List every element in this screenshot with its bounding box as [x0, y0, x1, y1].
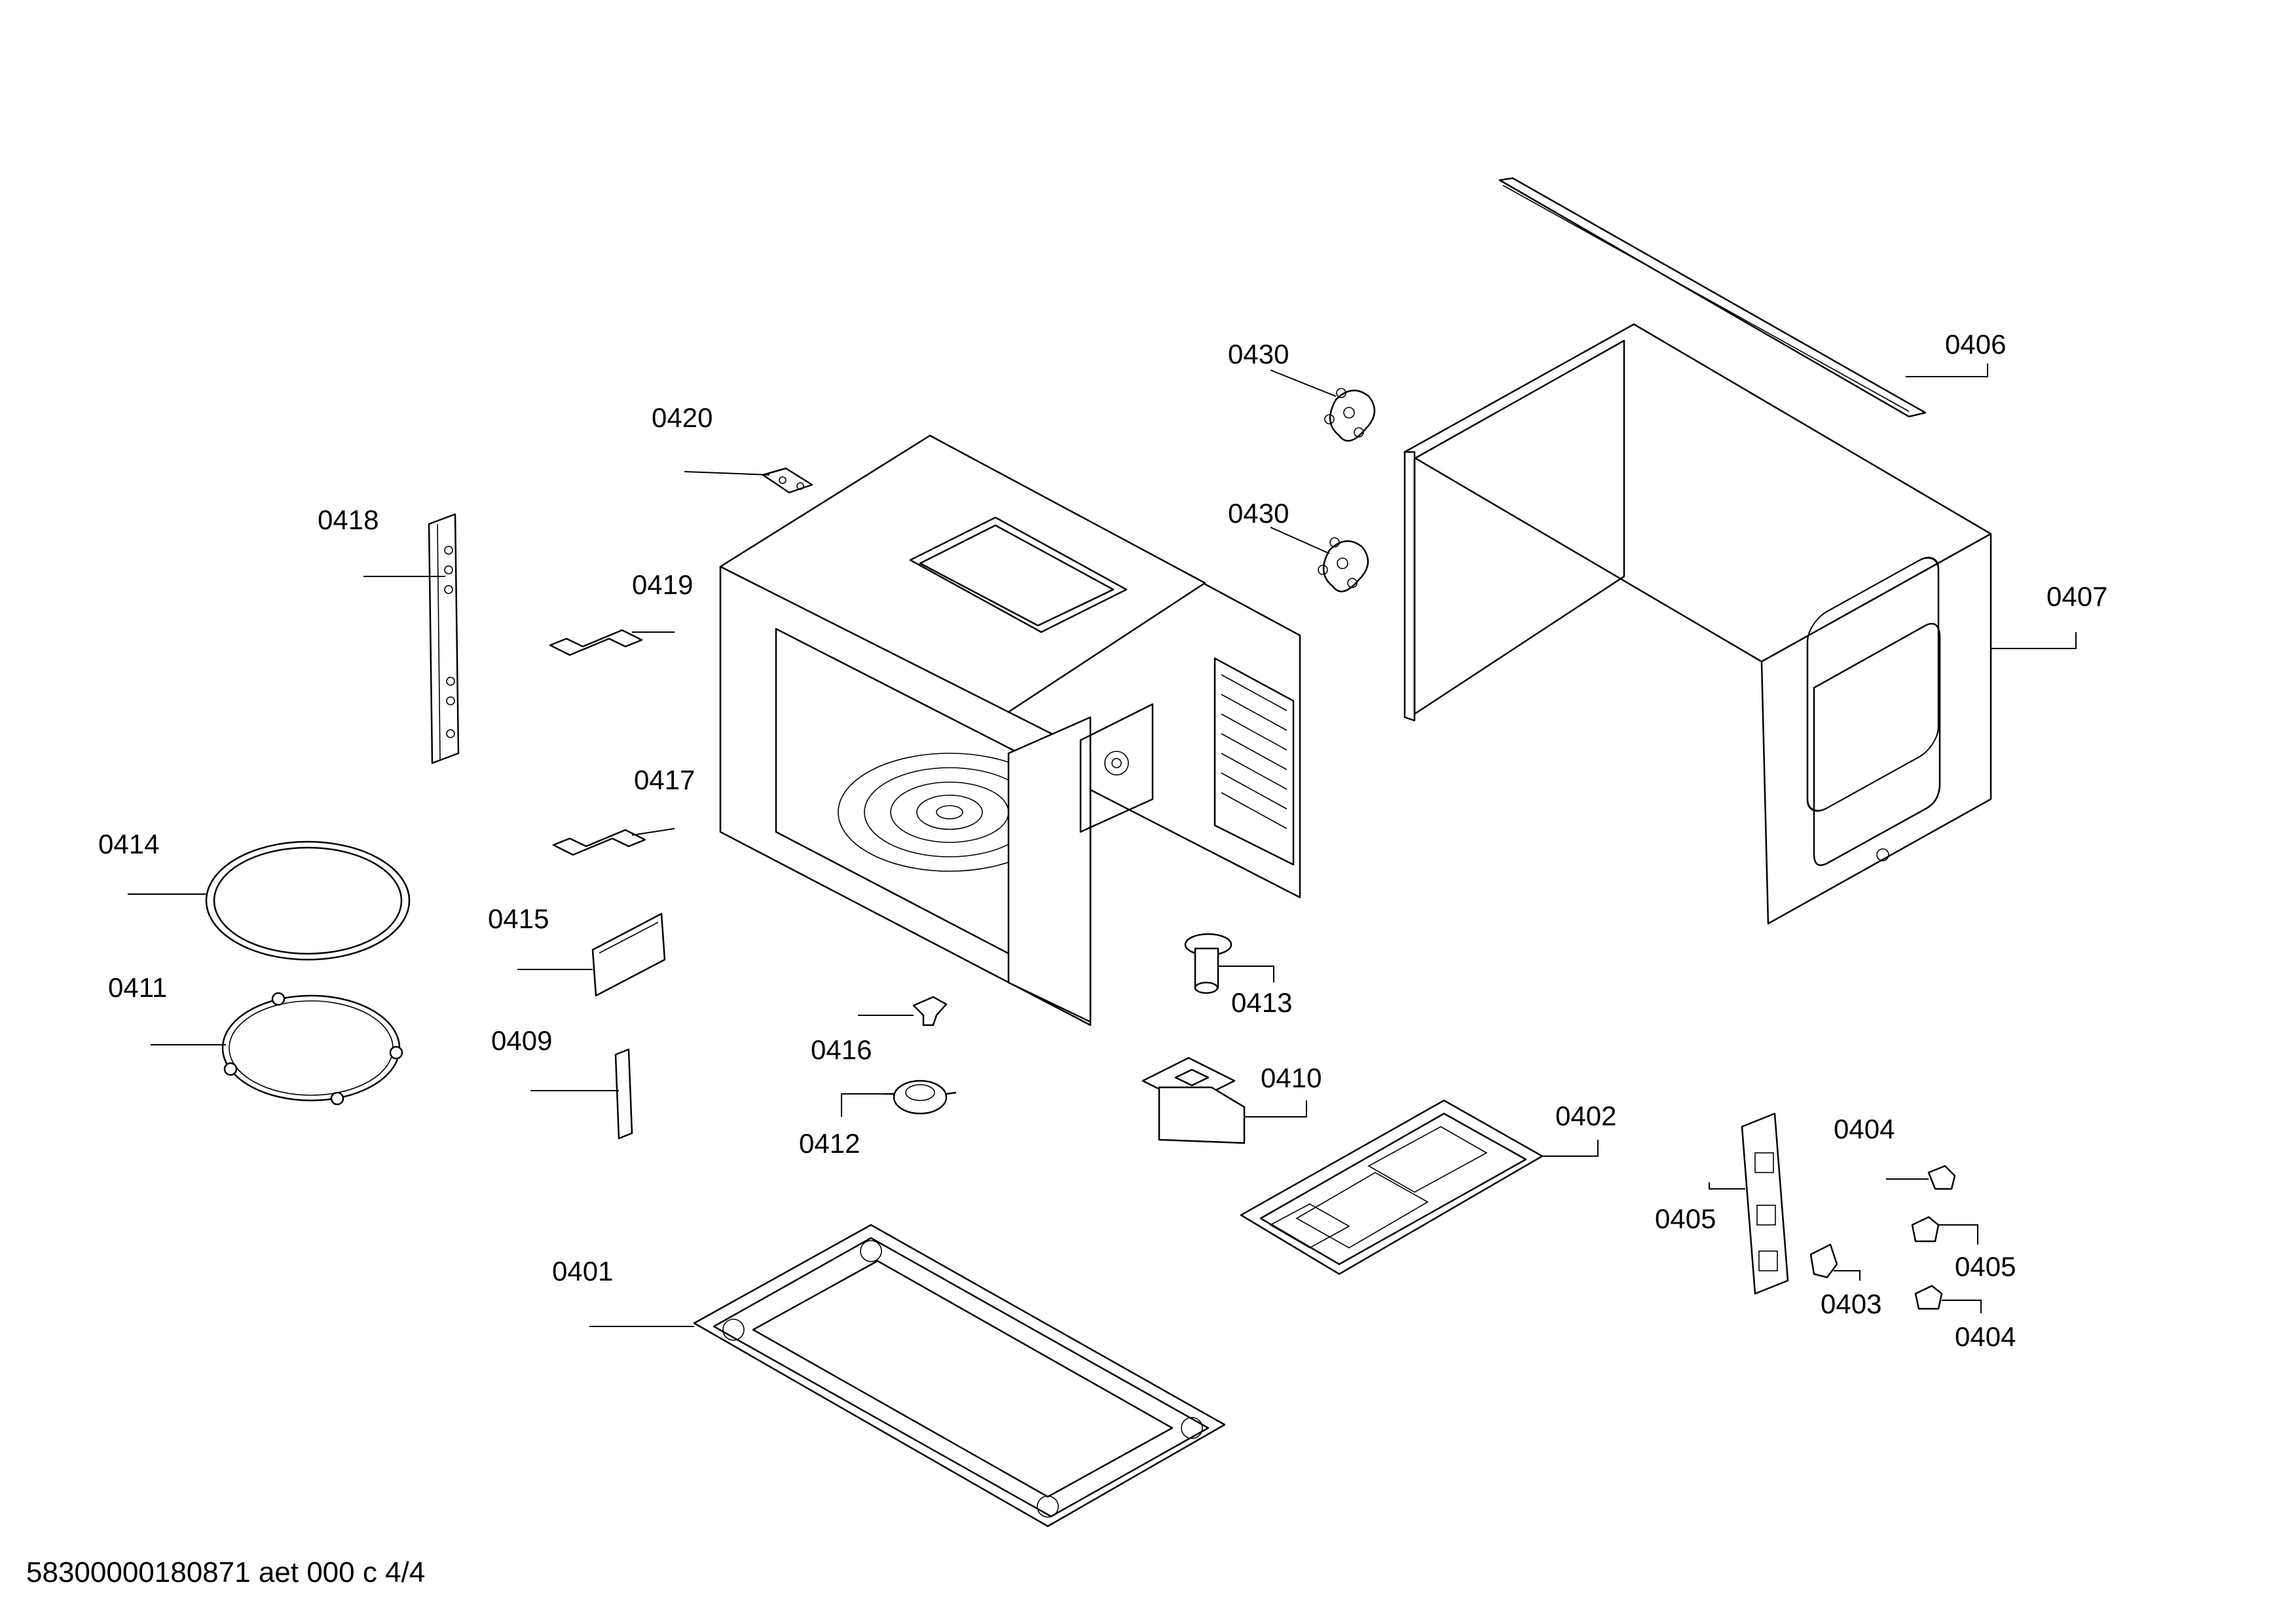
- part-0416-clip: [912, 996, 948, 1026]
- callout-0430-upper: 0430: [1228, 339, 1289, 369]
- part-0403-switch-holder: [1809, 1243, 1838, 1279]
- part-0409-strip: [614, 1048, 633, 1140]
- part-0413-coupler: [1184, 933, 1232, 994]
- callout-0419: 0419: [632, 569, 693, 600]
- callout-0415: 0415: [488, 903, 549, 934]
- part-0410-bracket: [1141, 1057, 1246, 1144]
- part-0401-base-tray: [693, 1224, 1226, 1528]
- part-0417-z-bracket: [552, 829, 646, 856]
- callout-0404-lower: 0404: [1955, 1321, 2016, 1352]
- callout-0405: 0405: [1955, 1251, 2016, 1282]
- part-0404-switch-lower: [1914, 1285, 1943, 1310]
- callout-0414: 0414: [98, 829, 159, 859]
- callout-0416: 0416: [811, 1034, 872, 1065]
- callout-labels: 0406 0407 0430 0430 0420 0418 0419 0417 …: [98, 329, 2107, 1352]
- part-0420-small-bracket: [762, 467, 813, 494]
- part-0411-roller-ring: [221, 992, 403, 1106]
- callout-0420: 0420: [652, 402, 713, 433]
- part-0406-control-bracket: [1741, 1112, 1789, 1295]
- callout-0411: 0411: [108, 972, 167, 1003]
- part-cavity-assembly: [719, 434, 1301, 1026]
- callout-0417: 0417: [634, 764, 695, 795]
- callout-0408: 0407: [2046, 581, 2107, 612]
- part-0402-base-plate: [1240, 1099, 1544, 1275]
- part-0405-switch: [1911, 1216, 1940, 1243]
- part-0414-glass-tray: [205, 840, 411, 961]
- part-0430-bracket-lower: [1318, 537, 1369, 593]
- callout-0418: 0418: [318, 504, 379, 535]
- part-0404-switch-upper: [1927, 1165, 1956, 1190]
- callout-0406: 0405: [1655, 1203, 1716, 1234]
- callout-0407: 0406: [1945, 329, 2006, 360]
- callout-0430-lower: 0430: [1228, 498, 1289, 529]
- callout-0412: 0412: [799, 1128, 860, 1159]
- part-0408-outer-casing: [1403, 323, 1992, 925]
- part-0407-top-rail: [1498, 177, 1927, 418]
- callout-0413: 0413: [1231, 987, 1292, 1018]
- part-0418-vertical-bracket: [428, 513, 460, 764]
- callout-0402: 0402: [1555, 1100, 1616, 1131]
- callout-0401: 0401: [552, 1256, 613, 1286]
- part-0415-cover-plate: [591, 912, 666, 997]
- callout-0410: 0410: [1261, 1062, 1322, 1093]
- part-0419-z-bracket: [549, 629, 643, 656]
- callout-0404-upper: 0404: [1834, 1114, 1895, 1144]
- footer-reference: 58300000180871 aet 000 c 4/4: [26, 1556, 425, 1588]
- callout-0409: 0409: [491, 1025, 552, 1056]
- callout-0403: 0403: [1821, 1288, 1881, 1319]
- leader-lines: [128, 364, 2077, 1327]
- part-0430-bracket-upper: [1324, 388, 1375, 442]
- part-0412-motor: [884, 1079, 957, 1115]
